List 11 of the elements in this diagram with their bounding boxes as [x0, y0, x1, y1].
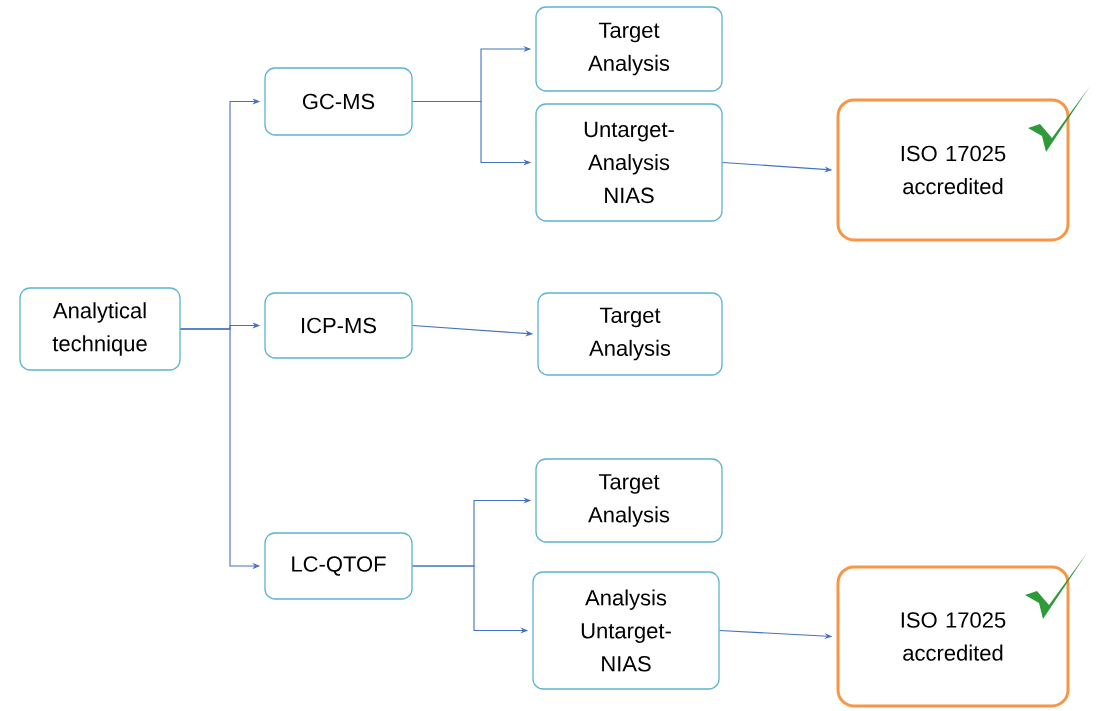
- process-box: LC-QTOF: [264, 532, 413, 600]
- process-box: ICP-MS: [264, 292, 413, 359]
- process-box: Analytical technique: [19, 287, 181, 371]
- process-box: Target Analysis: [537, 292, 723, 376]
- process-box: Target Analysis: [535, 6, 723, 92]
- result-box: ISO 17025 accredited: [836, 98, 1070, 242]
- result-box: ISO 17025 accredited: [836, 565, 1070, 708]
- process-box: GC-MS: [264, 67, 413, 136]
- process-box: Untarget- Analysis NIAS: [535, 103, 723, 222]
- process-box: Target Analysis: [535, 458, 723, 543]
- process-box: Analysis Untarget- NIAS: [532, 571, 720, 690]
